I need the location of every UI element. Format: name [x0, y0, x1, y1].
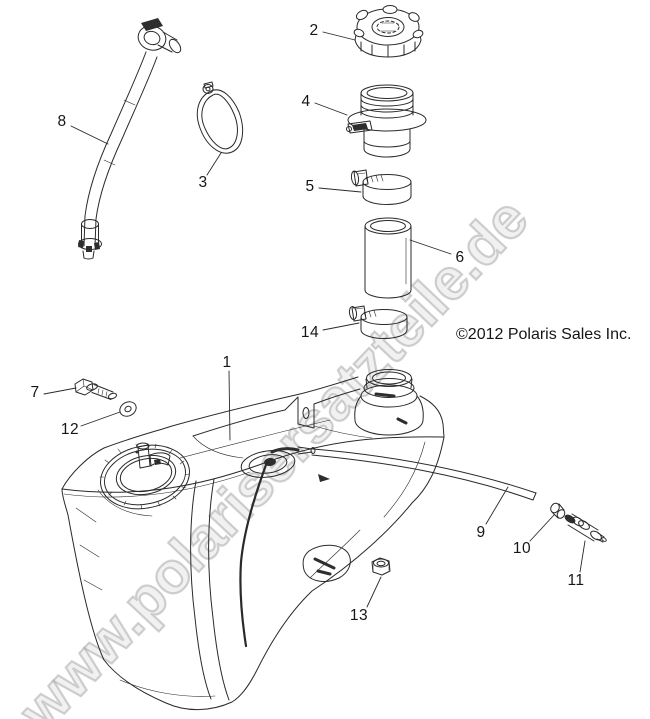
part-2-fuel-cap	[353, 5, 424, 58]
callout-6: 6	[455, 249, 465, 266]
callout-5: 5	[305, 178, 315, 195]
callout-7: 7	[30, 384, 40, 401]
callout-4: 4	[301, 93, 311, 110]
part-1-fuel-tank	[61, 369, 445, 711]
part-14-hose-clamp-lower	[348, 305, 408, 339]
part-6-filler-tube	[364, 217, 412, 299]
part-7-bolt	[74, 378, 118, 400]
part-10-fitting-cap	[550, 502, 566, 519]
callout-13: 13	[349, 607, 369, 624]
copyright-notice: ©2012 Polaris Sales Inc.	[456, 326, 632, 343]
part-11-vent-fitting	[564, 513, 607, 543]
leader-lines	[43, 31, 586, 608]
callout-2: 2	[309, 22, 319, 39]
part-8-fuel-line	[78, 18, 182, 260]
callout-10: 10	[512, 540, 532, 557]
callout-12: 12	[60, 421, 80, 438]
callout-9: 9	[476, 524, 486, 541]
callout-14: 14	[300, 324, 320, 341]
part-12-washer	[119, 401, 137, 417]
part-3-retainer-ring	[196, 81, 244, 154]
callout-11: 11	[567, 572, 585, 589]
callout-8: 8	[57, 113, 67, 130]
part-13-nut	[371, 557, 391, 576]
callout-1: 1	[222, 354, 232, 371]
part-4-filler-neck-assembly	[346, 84, 427, 158]
part-5-hose-clamp-upper	[350, 169, 412, 205]
callout-3: 3	[198, 174, 208, 191]
part-9-vent-hose	[311, 448, 537, 501]
